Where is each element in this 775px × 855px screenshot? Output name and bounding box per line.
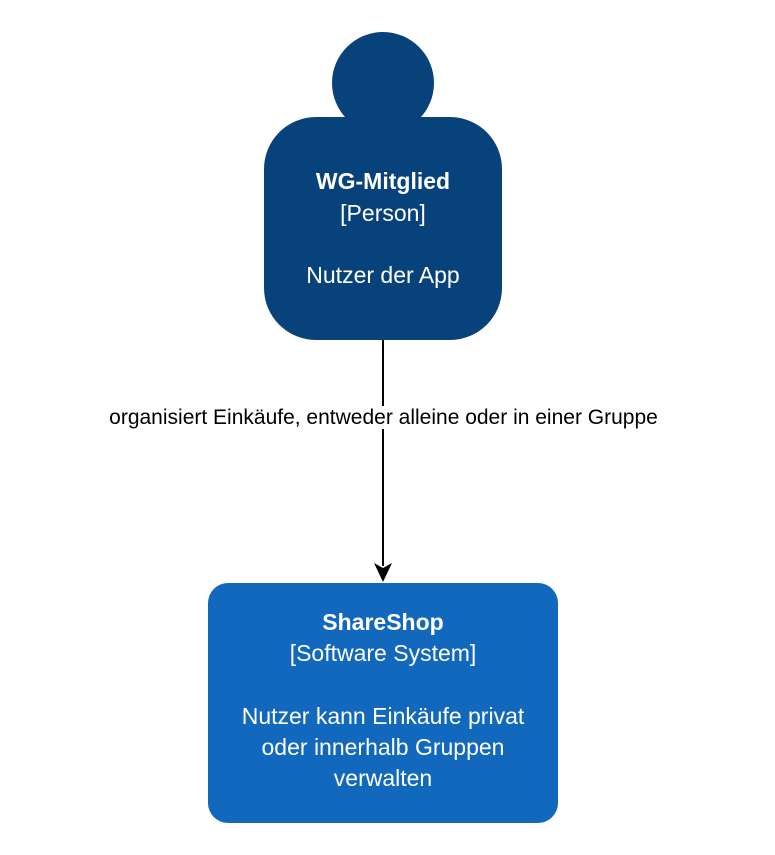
person-description: Nutzer der App — [306, 262, 460, 288]
relationship-label: organisiert Einkäufe, entweder alleine o… — [0, 404, 767, 432]
system-description: Nutzer kann Einkäufe privat oder innerha… — [241, 703, 525, 791]
person-name: WG-Mitglied — [315, 168, 451, 194]
arrowhead-icon — [374, 563, 392, 582]
person-type: [Person] — [340, 200, 426, 226]
system-name: ShareShop — [322, 609, 444, 635]
relationship-label-text: organisiert Einkäufe, entweder alleine o… — [109, 406, 658, 429]
software-system-node: ShareShop [Software System] Nutzer kann … — [208, 583, 558, 823]
system-type: [Software System] — [289, 640, 477, 666]
person-node: WG-Mitglied [Person] Nutzer der App — [264, 117, 502, 340]
